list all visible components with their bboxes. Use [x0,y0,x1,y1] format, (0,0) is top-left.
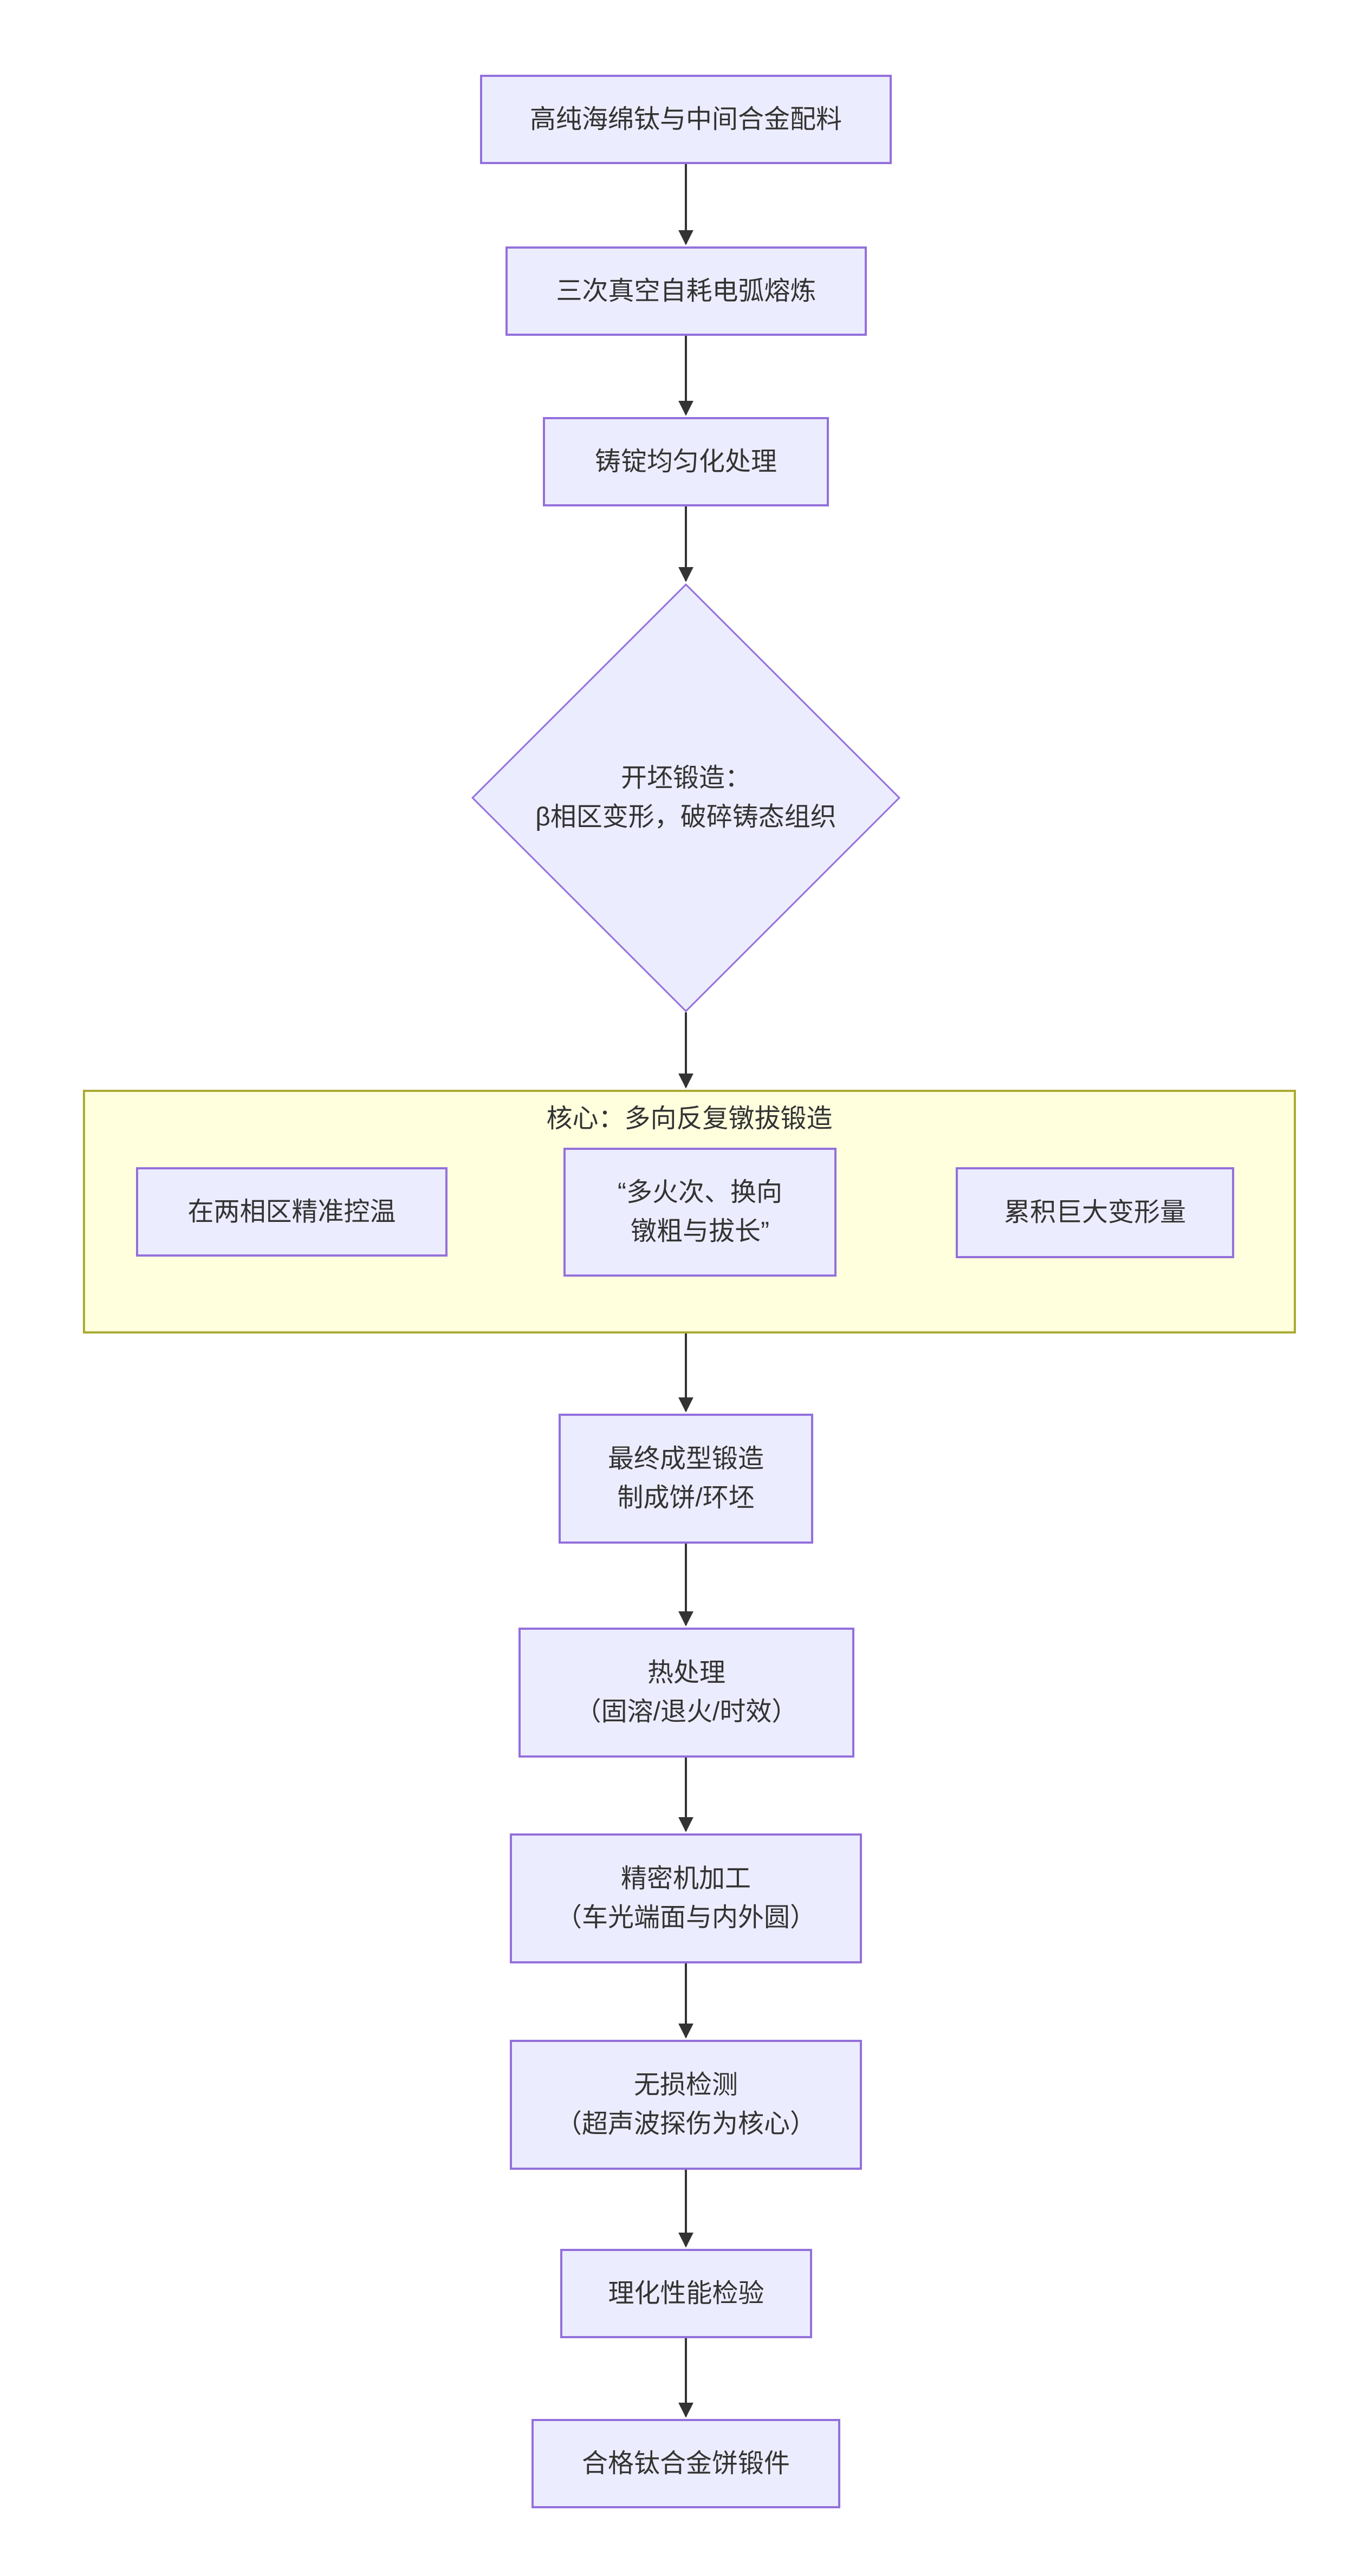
node-raw-materials-label: 高纯海绵钛与中间合金配料 [529,105,842,134]
node-ingot-homogenization-label: 铸锭均匀化处理 [594,447,777,476]
node-multi-heat-upsetting-drawing: “多火次、换向 镦粗与拔长” [563,1148,837,1277]
node-ingot-homogenization: 铸锭均匀化处理 [543,417,829,506]
node-heat-treatment-label: 热处理 （固溶/退火/时效） [575,1658,798,1726]
decision-cogging-forging-label: 开坯锻造： β相区变形，破碎铸态组织 [535,764,837,831]
node-precision-machining: 精密机加工 （车光端面与内外圆） [510,1833,862,1963]
node-qualified-forging-label: 合格钛合金饼锻件 [581,2449,790,2478]
node-temperature-control: 在两相区精准控温 [136,1167,448,1257]
node-temperature-control-label: 在两相区精准控温 [187,1197,396,1226]
node-qualified-forging: 合格钛合金饼锻件 [531,2419,840,2508]
node-accumulated-deformation-label: 累积巨大变形量 [1003,1198,1186,1227]
node-physical-chemical-testing-label: 理化性能检验 [608,2279,764,2308]
node-multi-heat-upsetting-drawing-label: “多火次、换向 镦粗与拔长” [618,1178,782,1246]
node-heat-treatment: 热处理 （固溶/退火/时效） [518,1628,854,1758]
node-vacuum-arc-melting-label: 三次真空自耗电弧熔炼 [556,276,816,305]
node-physical-chemical-testing: 理化性能检验 [560,2249,812,2338]
node-raw-materials: 高纯海绵钛与中间合金配料 [480,75,892,164]
decision-cogging-forging: 开坯锻造： β相区变形，破碎铸态组织 [307,733,1065,863]
node-final-forming-forging: 最终成型锻造 制成饼/环坯 [559,1414,813,1544]
node-nondestructive-testing-label: 无损检测 （超声波探伤为核心） [555,2071,816,2138]
node-accumulated-deformation: 累积巨大变形量 [956,1167,1234,1258]
subgraph-title: 核心：多向反复镦拔锻造 [546,1104,833,1133]
node-nondestructive-testing: 无损检测 （超声波探伤为核心） [510,2040,862,2170]
node-vacuum-arc-melting: 三次真空自耗电弧熔炼 [505,246,867,336]
node-precision-machining-label: 精密机加工 （车光端面与内外圆） [555,1864,816,1932]
node-final-forming-forging-label: 最终成型锻造 制成饼/环坯 [607,1445,764,1512]
